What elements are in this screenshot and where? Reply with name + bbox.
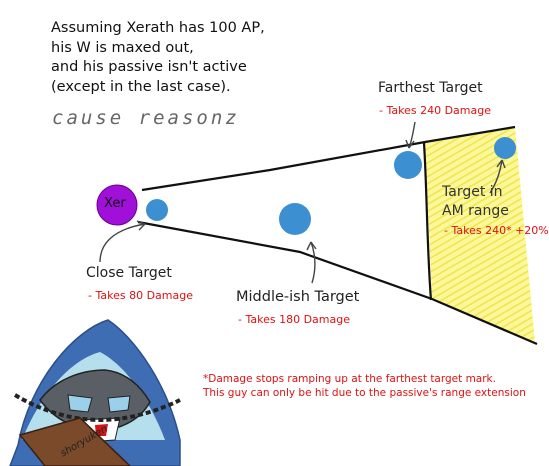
close-target-label: Close Target: [86, 265, 172, 281]
close-target-arrow: [99, 220, 146, 263]
farthest-target-dot: [394, 151, 422, 179]
xerath-champion-circle: [96, 184, 138, 226]
farthest-target-mark: [422, 142, 433, 301]
intro-line: Assuming Xerath has 100 AP,: [51, 20, 265, 36]
am-range-target-arrow: [489, 159, 506, 194]
footnote-line: This guy can only be hit due to the pass…: [203, 387, 526, 399]
farthest-target-damage: - Takes 240 Damage: [379, 104, 491, 117]
xerath-label: Xer: [104, 196, 126, 211]
footnote: *Damage stops ramping up at the farthest…: [203, 372, 526, 400]
farthest-target-arrow: [405, 121, 416, 149]
scribble-caption: cause reasonz: [52, 107, 240, 129]
middle-target-arrow: [306, 241, 317, 284]
am-range-target-damage: - Takes 240* +20%: [444, 224, 549, 237]
range-cone-top-line: [141, 125, 516, 192]
am-range-label-line: AM range: [442, 203, 509, 219]
footnote-line: *Damage stops ramping up at the farthest…: [203, 373, 496, 385]
farthest-target-label: Farthest Target: [378, 80, 483, 96]
close-target-damage: - Takes 80 Damage: [88, 289, 193, 302]
character-doodle: [9, 319, 181, 466]
middle-target-damage: - Takes 180 Damage: [238, 313, 350, 326]
intro-line: his W is maxed out,: [51, 39, 194, 56]
intro-text: Assuming Xerath has 100 AP, his W is max…: [51, 19, 291, 97]
close-target-dot: [146, 199, 168, 221]
range-cone-bottom-line: [137, 220, 538, 346]
intro-line: (except in the last case).: [51, 78, 231, 95]
am-range-target-dot: [494, 137, 516, 159]
am-range-target-label: Target in AM range: [442, 183, 509, 221]
am-range-label-line: Target in: [442, 184, 503, 200]
am-range-zone: [425, 127, 535, 343]
middle-target-label: Middle-ish Target: [236, 289, 360, 305]
intro-line: and his passive isn't active: [51, 59, 247, 75]
middle-target-dot: [279, 203, 311, 235]
